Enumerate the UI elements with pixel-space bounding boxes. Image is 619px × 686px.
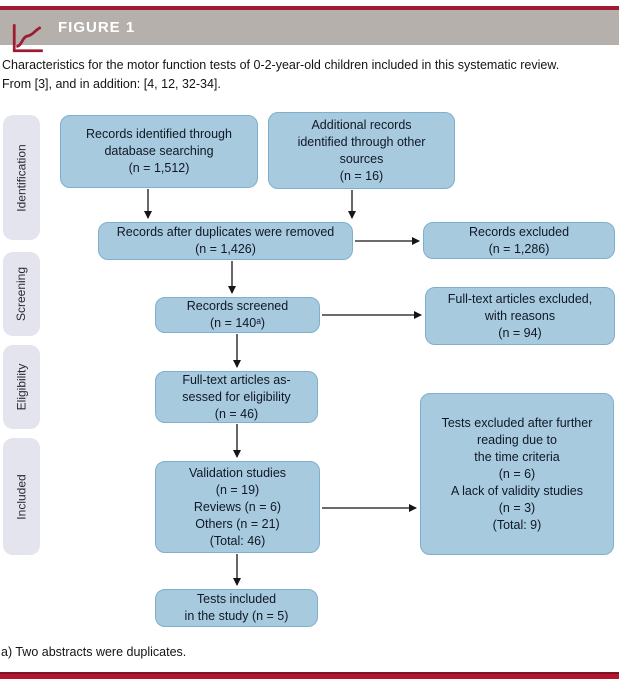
- figure-caption: Characteristics for the motor function t…: [2, 56, 618, 94]
- box-fulltext-excluded: Full-text articles excluded,with reasons…: [425, 287, 615, 345]
- stage-identification: Identification: [3, 115, 40, 240]
- figure-footnote: a) Two abstracts were duplicates.: [1, 645, 187, 659]
- stage-screening: Screening: [3, 252, 40, 336]
- box-records-screened: Records screened(n = 140ᵃ): [155, 297, 320, 333]
- caption-line-1: Characteristics for the motor function t…: [2, 58, 560, 72]
- stage-identification-label: Identification: [14, 143, 29, 212]
- stage-included: Included: [3, 438, 40, 555]
- box-after-duplicates: Records after duplicates were removed(n …: [98, 222, 353, 260]
- stage-screening-label: Screening: [14, 266, 29, 322]
- caption-line-2: From [3], and in addition: [4, 12, 32-34…: [2, 76, 221, 91]
- figure-title: FIGURE 1: [58, 19, 136, 36]
- bottom-red-rule: [0, 672, 619, 679]
- box-records-excluded: Records excluded(n = 1,286): [423, 222, 615, 259]
- box-fulltext-assessed: Full-text articles as-sessed for eligibi…: [155, 371, 318, 423]
- line-chart-icon: [12, 24, 43, 53]
- figure-header-bar: [0, 10, 619, 53]
- top-red-rule: [0, 6, 619, 10]
- box-validation-studies: Validation studies(n = 19)Reviews (n = 6…: [155, 461, 320, 553]
- stage-eligibility-label: Eligibility: [14, 363, 29, 411]
- stage-included-label: Included: [14, 473, 29, 520]
- stage-eligibility: Eligibility: [3, 345, 40, 429]
